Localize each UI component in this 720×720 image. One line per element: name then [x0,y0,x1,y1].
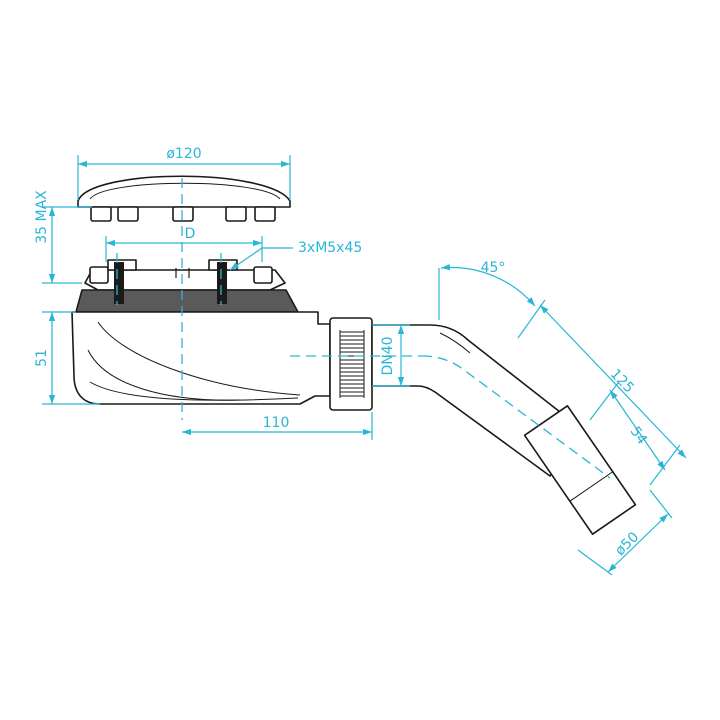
screw-right [217,262,227,304]
label-cover-diameter: ø120 [166,146,201,162]
coupling-nut [329,317,373,411]
label-outlet-offset: 110 [263,415,290,431]
cover-plate [77,175,291,222]
label-screws: 3xM5x45 [298,240,362,256]
drain-parts [71,175,637,535]
label-outlet-diameter: ø50 [612,529,642,559]
label-nominal-diameter: DN40 [380,336,396,375]
label-height-max: 35 MAX [34,190,50,244]
label-angle: 45° [481,260,506,276]
label-drain-diameter: D [185,226,196,242]
gasket [75,289,299,313]
dimension-lines [42,155,687,576]
screw-left [114,262,124,304]
center-lines [116,178,611,479]
label-body-height: 51 [34,349,50,367]
